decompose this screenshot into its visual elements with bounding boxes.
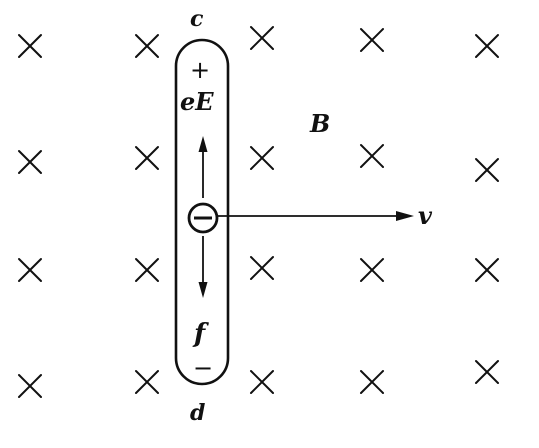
field-cross-icon (135, 370, 159, 394)
field-cross-icon (475, 34, 499, 58)
field-cross-icon (18, 150, 42, 174)
field-cross-icon (250, 256, 274, 280)
field-cross-icon (135, 34, 159, 58)
bottom-end-label: d (190, 400, 205, 426)
field-cross-icon (475, 360, 499, 384)
magnetic-field-crosses (18, 26, 499, 398)
electron (187, 202, 219, 234)
magnetic-field-label: B (309, 109, 330, 138)
field-cross-icon (475, 158, 499, 182)
field-cross-icon (18, 34, 42, 58)
field-cross-icon (18, 374, 42, 398)
negative-charge-sign: − (193, 354, 213, 382)
velocity-arrow (217, 211, 414, 221)
lorentz-force-arrow (198, 236, 208, 298)
field-cross-icon (360, 258, 384, 282)
field-cross-icon (135, 258, 159, 282)
field-cross-icon (250, 146, 274, 170)
electric-force-label: eE (180, 87, 214, 116)
field-cross-icon (475, 258, 499, 282)
field-cross-icon (360, 370, 384, 394)
velocity-label: v (418, 201, 433, 230)
field-cross-icon (360, 28, 384, 52)
lorentz-force-label: f (192, 319, 209, 349)
positive-charge-sign: + (190, 56, 210, 84)
field-cross-icon (360, 144, 384, 168)
field-cross-icon (135, 146, 159, 170)
field-cross-icon (18, 258, 42, 282)
field-cross-icon (250, 26, 274, 50)
conducting-rod (174, 38, 230, 386)
electric-force-arrow (198, 136, 208, 198)
field-cross-icon (250, 370, 274, 394)
top-end-label: c (190, 6, 204, 32)
